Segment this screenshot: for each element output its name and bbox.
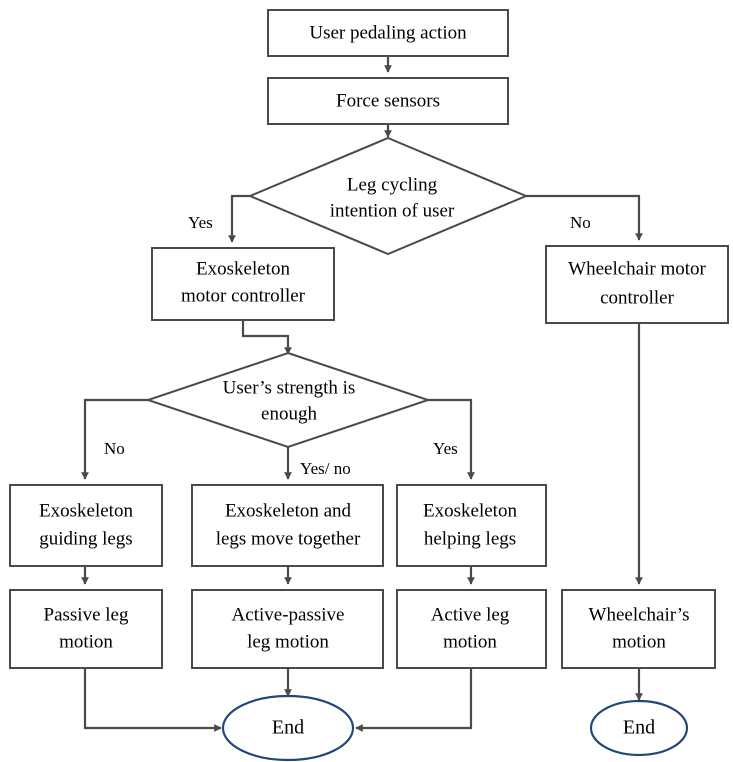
node-user-strength-enough[interactable] [144,351,432,449]
node-exoskeleton-and-legs-move-together[interactable] [191,484,384,567]
node-active-passive-leg-motion-label-line1: Active-passive [232,604,345,625]
node-wheelchairs-motion[interactable] [561,589,716,669]
node-exoskeleton-guiding-legs[interactable] [9,484,163,567]
node-exoskeleton-motor-controller[interactable] [151,247,335,321]
node-exoskeleton-and-legs-move-together-label-line2: legs move together [216,528,361,549]
node-exoskeleton-motor-controller-label-line2: motor controller [181,285,306,306]
edge-label-intention-yes: Yes [188,213,213,232]
node-wheelchairs-motion-label-line1: Wheelchair’s [589,604,690,625]
node-exoskeleton-helping-legs-label-line1: Exoskeleton [423,500,517,521]
node-end-left-label: End [272,717,304,739]
node-end-left[interactable] [221,694,355,762]
node-wheelchair-motor-controller-label-line2: controller [600,287,675,308]
node-passive-leg-motion-label-line2: motion [59,631,113,652]
node-force-sensors[interactable] [267,77,509,125]
node-wheelchairs-motion-label-line2: motion [612,631,666,652]
node-leg-cycling-intention-label-line1: Leg cycling [347,174,438,195]
node-exoskeleton-guiding-legs-label-line2: guiding legs [39,528,132,549]
edge-label-strength-yes: Yes [433,439,458,458]
connector-active-to-end [355,668,473,732]
node-user-pedaling-action-label: User pedaling action [309,22,467,43]
node-exoskeleton-and-legs-move-together-label-line1: Exoskeleton and [225,500,352,521]
connector-intention-no [526,194,643,241]
node-exoskeleton-motor-controller-label-line1: Exoskeleton [196,258,290,279]
node-active-leg-motion-label-line2: motion [443,631,497,652]
node-user-strength-enough-label-line1: User’s strength is [223,377,356,398]
node-force-sensors-label: Force sensors [336,90,440,111]
node-exoskeleton-helping-legs-label-line2: helping legs [424,528,516,549]
node-leg-cycling-intention[interactable] [247,136,529,256]
node-wheelchair-motor-controller-label-line1: Wheelchair motor [568,258,706,279]
node-active-passive-leg-motion[interactable] [191,589,384,669]
node-end-right-label: End [623,717,655,739]
node-exoskeleton-helping-legs[interactable] [396,484,547,567]
node-active-passive-leg-motion-label-line2: leg motion [247,631,329,652]
connector-exomotor-to-strength [241,320,292,355]
edge-label-intention-no: No [570,213,591,232]
connector-passive-to-end [83,668,222,732]
node-active-leg-motion-label-line1: Active leg [431,604,510,625]
node-user-strength-enough-label-line2: enough [261,403,317,424]
edge-label-strength-no: No [104,439,125,458]
node-passive-leg-motion[interactable] [9,589,163,669]
connector-intention-yes [228,194,250,243]
connector-strength-yes [428,398,475,480]
node-wheelchair-motor-controller[interactable] [545,245,729,324]
edge-label-strength-yes-no: Yes/ no [300,459,351,478]
node-leg-cycling-intention-label-line2: intention of user [330,200,455,221]
node-active-leg-motion[interactable] [396,589,547,669]
node-user-pedaling-action[interactable] [267,9,509,57]
node-exoskeleton-guiding-legs-label-line1: Exoskeleton [39,500,133,521]
connector-strength-no [81,398,148,480]
node-end-right[interactable] [589,699,689,757]
node-passive-leg-motion-label-line1: Passive leg [44,604,129,625]
